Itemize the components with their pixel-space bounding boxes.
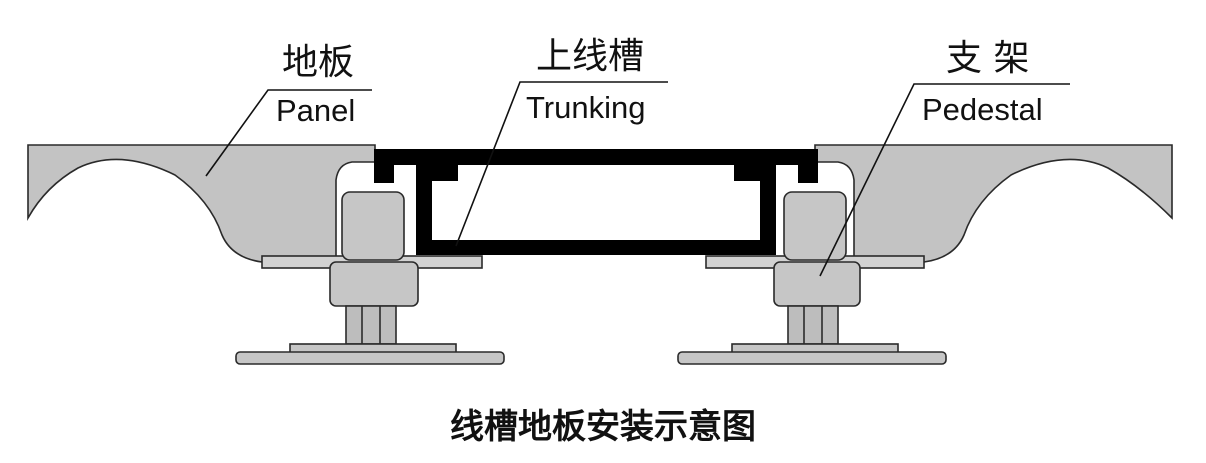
panel-label-en: Panel <box>276 93 355 128</box>
right-pedestal <box>677 191 947 365</box>
left-floor-panel <box>27 144 376 263</box>
panel-leader-line <box>205 89 372 177</box>
trunking-label-en: Trunking <box>526 90 645 125</box>
left-pedestal <box>235 191 505 365</box>
pedestal-label-en: Pedestal <box>922 92 1043 127</box>
diagram-caption: 线槽地板安装示意图 <box>450 407 756 447</box>
pedestal-label-zh: 支 架 <box>946 38 1029 79</box>
right-floor-panel <box>814 144 1173 263</box>
trunking-channel <box>374 149 818 255</box>
panel-label-zh: 地板 <box>282 42 354 83</box>
pedestal-leader-line <box>819 83 1070 277</box>
trunking-label-zh: 上线槽 <box>536 36 644 77</box>
trunking-leader-line <box>455 81 668 247</box>
